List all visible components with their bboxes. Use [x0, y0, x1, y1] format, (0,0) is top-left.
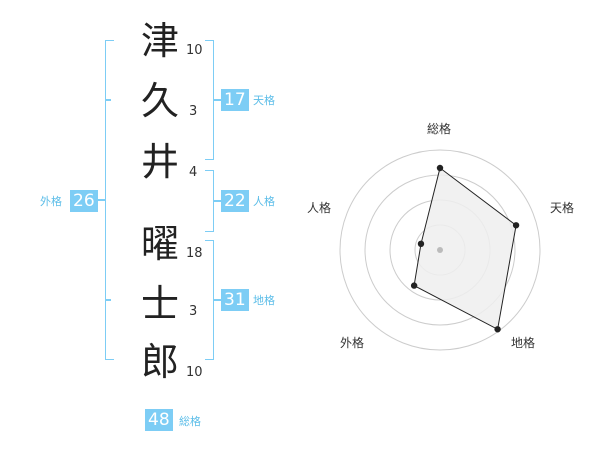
radar-label-gaikaku: 外格	[340, 336, 365, 350]
name-char-6: 郎	[140, 340, 179, 384]
chikaku-connector	[213, 299, 221, 301]
chikaku-value-badge: 31	[221, 289, 249, 311]
soukaku-value-badge: 48	[145, 409, 173, 431]
soukaku-label: 総格	[179, 415, 201, 428]
gaikaku-value-badge: 26	[70, 190, 98, 212]
tenkaku-label: 天格	[253, 94, 275, 107]
name-char-2: 久	[140, 79, 179, 123]
chikaku-label: 地格	[253, 294, 275, 307]
stroke-count-4: 18	[186, 246, 203, 261]
radar-polygon	[413, 167, 517, 331]
radar-label-chikaku: 地格	[511, 336, 536, 350]
radar-point-1	[436, 164, 444, 172]
stroke-count-6: 10	[186, 365, 203, 380]
radar-points	[410, 164, 520, 333]
radar-center-dot	[437, 247, 443, 253]
radar-point-5	[417, 240, 425, 248]
jinkaku-connector	[213, 200, 221, 202]
bracket-tick-1	[105, 99, 111, 101]
name-char-5: 士	[140, 282, 179, 326]
radar-label-soukaku: 総格	[427, 122, 452, 136]
stroke-count-2: 3	[189, 104, 198, 119]
radar-point-2	[512, 222, 520, 229]
radar-label-jinkaku: 人格	[307, 201, 332, 215]
radar-ring-4	[339, 149, 541, 351]
radar-point-4	[410, 282, 418, 289]
stroke-count-5: 3	[189, 304, 198, 319]
bracket-tick-2	[105, 299, 111, 301]
stroke-count-1: 10	[186, 43, 203, 58]
name-char-1: 津	[140, 19, 179, 63]
gaikaku-connector	[98, 199, 105, 201]
jinkaku-label: 人格	[253, 195, 275, 208]
radar-label-tenkaku: 天格	[550, 201, 575, 215]
name-char-4: 曜	[140, 222, 179, 266]
name-char-3: 井	[140, 140, 179, 184]
gaikaku-label: 外格	[40, 195, 62, 208]
gaikaku-bracket	[105, 40, 114, 360]
radar-point-3	[494, 326, 501, 333]
jinkaku-value-badge: 22	[221, 190, 249, 212]
tenkaku-connector	[213, 99, 221, 101]
tenkaku-value-badge: 17	[221, 89, 249, 111]
stroke-count-3: 4	[189, 165, 198, 180]
